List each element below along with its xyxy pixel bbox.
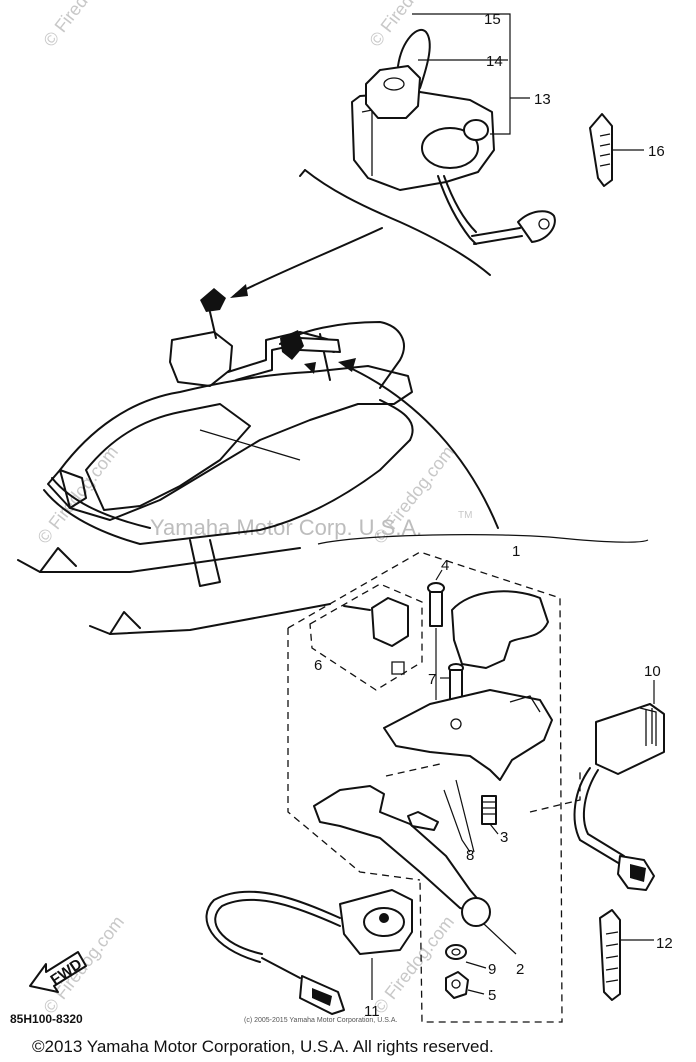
callout-13: 13 [534, 91, 551, 108]
cable-tie-12 [599, 909, 654, 1001]
callout-15: 15 [484, 11, 501, 28]
washer-9 [445, 944, 487, 969]
callout-4: 4 [441, 557, 449, 574]
callout-11: 11 [364, 1003, 380, 1020]
dash-link-b [529, 770, 581, 813]
pointer-arrow-lower [345, 365, 499, 529]
pin-7 [440, 663, 464, 701]
arrowhead-top [230, 284, 248, 298]
watermark-top-center: © Firedog.com [365, 0, 454, 50]
callout-5: 5 [488, 987, 496, 1004]
dash-link-a [385, 763, 441, 777]
assembly-frame-1 [287, 534, 649, 1023]
screw [407, 811, 439, 831]
callout-7: 7 [428, 671, 436, 688]
bottom-copyright: ©2013 Yamaha Motor Corporation, U.S.A. A… [32, 1037, 494, 1056]
callout-3: 3 [500, 829, 508, 846]
switch-module-10 [573, 680, 665, 891]
callout-6: 6 [314, 657, 322, 674]
watermark-top-left: © Firedog.com [39, 0, 128, 50]
snowmobile [17, 288, 414, 635]
brake-lever-8 [313, 779, 491, 927]
small-copyright: (c) 2005-2015 Yamaha Motor Corporation, … [244, 1017, 397, 1024]
callout-9: 9 [488, 961, 496, 978]
callout-8: 8 [466, 847, 474, 864]
callout-14: 14 [486, 53, 503, 70]
cable-tie-16 [589, 113, 644, 187]
holder-slot [509, 695, 541, 713]
pointer-arrow-top [235, 227, 383, 295]
bolt-4 [427, 569, 445, 700]
callout-1: 1 [512, 543, 520, 560]
bolt-3 [481, 795, 499, 835]
switch-housing-assembly [299, 29, 556, 276]
top-leaders [412, 13, 530, 135]
callout-12: 12 [656, 935, 673, 952]
nut-5 [445, 971, 485, 999]
watermark-tm: TM [458, 510, 472, 521]
lever-holder [383, 689, 553, 781]
callout-16: 16 [648, 143, 665, 160]
stop-switch-11 [205, 889, 413, 1015]
part-code: 85H100-8320 [10, 1012, 83, 1026]
callout-2: 2 [516, 961, 524, 978]
leader-2 [483, 923, 517, 955]
callout-10: 10 [644, 663, 661, 680]
holder-hole [450, 718, 462, 730]
sub-assembly-6 [309, 583, 423, 691]
arrowhead-lower [338, 358, 356, 372]
watermark-brand: Yamaha Motor Corp. U.S.A. [150, 515, 422, 540]
clamp-cap [451, 590, 549, 669]
